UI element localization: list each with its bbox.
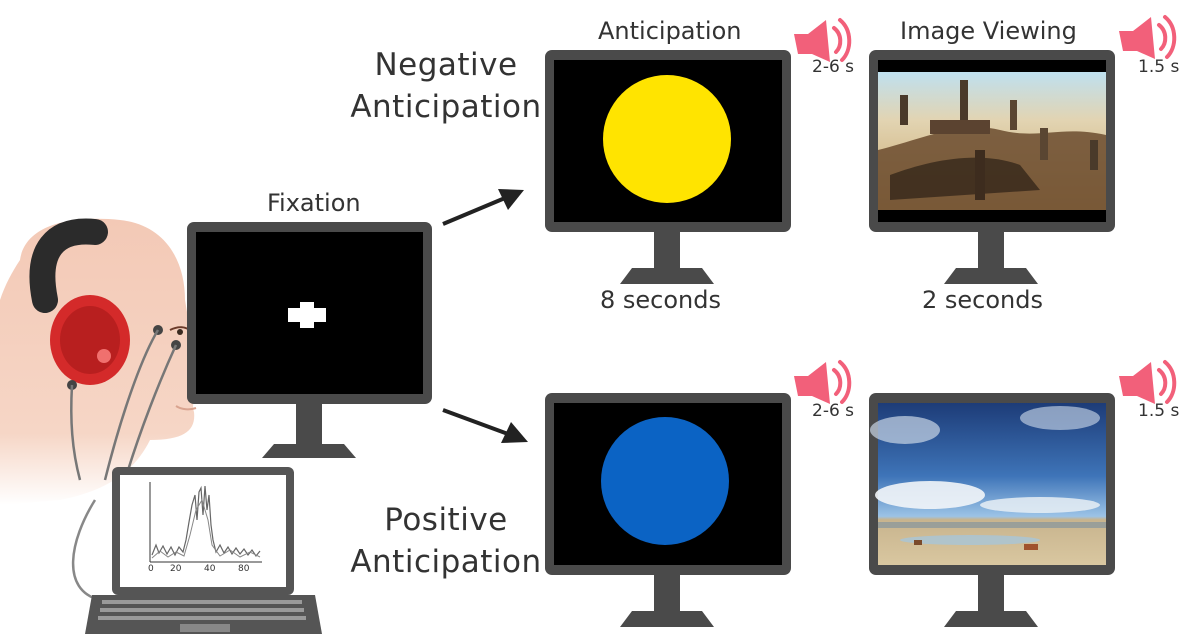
positive-image-monitor [869, 393, 1115, 627]
participant-figure [0, 218, 208, 602]
neg-image-sound-time: 1.5 s [1138, 57, 1180, 77]
electrode-wire [123, 344, 178, 481]
eeg-tick-label: 0 [148, 564, 154, 574]
anticipation-title: Anticipation [598, 17, 742, 45]
negative-label-line2: Anticipation [350, 89, 542, 125]
eeg-tick-label: 40 [204, 564, 216, 574]
laptop [85, 467, 322, 634]
positive-image [870, 403, 1106, 565]
laptop-keyboard-base [85, 595, 322, 634]
positive-anticipation-monitor [545, 393, 791, 627]
speaker-icon [794, 18, 852, 62]
blue-cue-circle [601, 417, 729, 545]
positive-label-line2: Anticipation [350, 544, 542, 580]
pos-image-sound-time: 1.5 s [1138, 401, 1180, 421]
speaker-icon [794, 360, 852, 404]
positive-condition-label: Positive Anticipation [350, 499, 542, 583]
negative-image [878, 72, 1106, 210]
laptop-touchpad [180, 624, 230, 632]
image-viewing-title: Image Viewing [900, 17, 1077, 45]
arrow-icon [442, 189, 524, 226]
eeg-plot [149, 482, 262, 563]
eeg-trace [151, 485, 261, 558]
headphone-band [29, 218, 108, 313]
eeg-trace-2 [151, 498, 261, 559]
negative-condition-label: Negative Anticipation [350, 44, 542, 128]
laptop-screen [120, 475, 286, 587]
speaker-icon [1119, 15, 1177, 59]
laptop-cable [71, 499, 101, 602]
electrode-wire [103, 329, 160, 481]
negative-label-line1: Negative [374, 47, 518, 83]
mouth [175, 405, 197, 411]
speaker-icon [1119, 360, 1177, 404]
eeg-tick-label: 20 [170, 564, 182, 574]
negative-anticipation-monitor [545, 50, 791, 284]
positive-label-line1: Positive [384, 502, 508, 538]
yellow-cue-circle [603, 75, 731, 203]
neg-anticipation-sound-time: 2-6 s [812, 57, 855, 77]
image-viewing-duration: 2 seconds [922, 286, 1043, 314]
fixation-title: Fixation [267, 189, 361, 217]
fixation-monitor [187, 222, 432, 458]
electrode-wire [70, 384, 82, 481]
anticipation-duration: 8 seconds [600, 286, 721, 314]
negative-image-monitor [869, 50, 1115, 284]
eeg-tick-label: 80 [238, 564, 250, 574]
arrow-icon [442, 408, 528, 443]
pos-anticipation-sound-time: 2-6 s [812, 401, 855, 421]
